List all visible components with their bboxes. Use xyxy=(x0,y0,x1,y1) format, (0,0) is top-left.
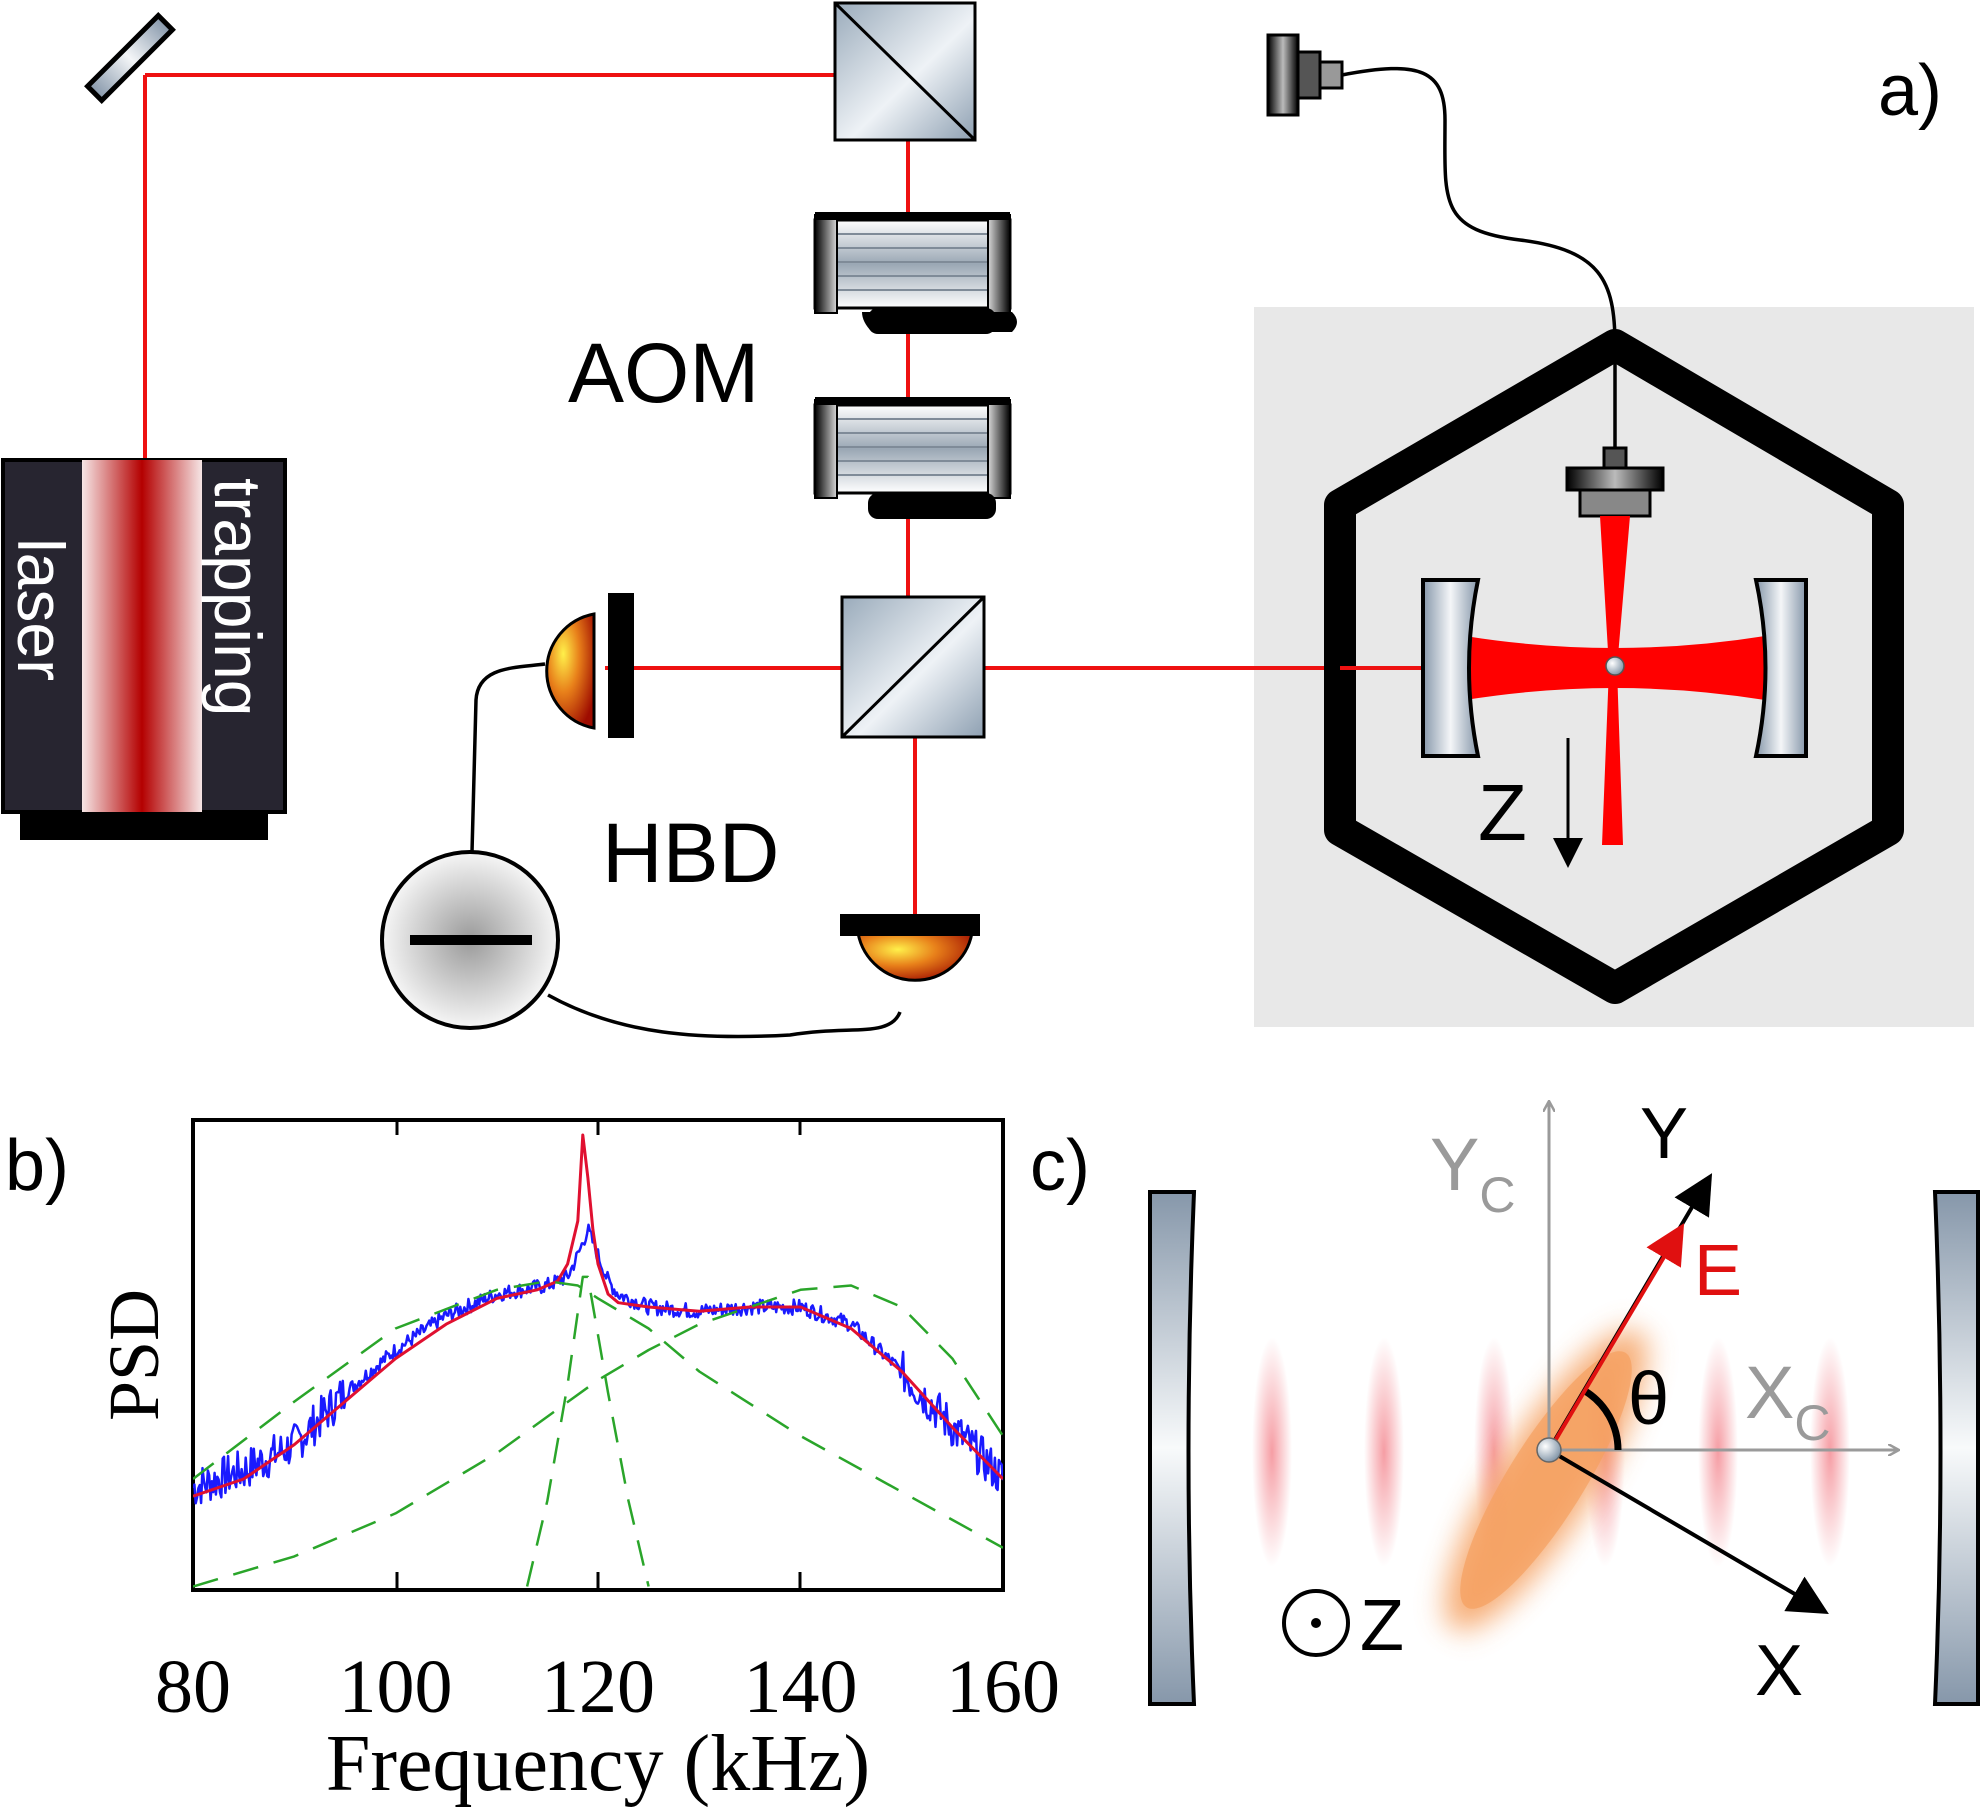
panel-b-label: b) xyxy=(5,1126,69,1206)
yc-label: YC xyxy=(1430,1123,1515,1223)
fiber-cable xyxy=(1341,66,1617,450)
x-tick-label-80: 80 xyxy=(155,1645,231,1729)
subtractor xyxy=(380,850,560,1030)
x-tick-label-140: 140 xyxy=(744,1645,858,1729)
panel-b: b) 80 100 120 140 160 Frequency (kHz) PSD xyxy=(5,1118,1060,1808)
mirror-right-c xyxy=(1932,1190,1980,1706)
cavity-mirror-left xyxy=(1421,578,1481,758)
x-tick-label-100: 100 xyxy=(339,1645,453,1729)
steering-mirror xyxy=(84,12,176,104)
e-field-label: E xyxy=(1694,1231,1742,1311)
series-line-4 xyxy=(525,1275,650,1587)
y-axis-title: PSD xyxy=(94,1289,174,1421)
theta-arc xyxy=(1583,1388,1622,1451)
chart-series xyxy=(193,1133,1003,1588)
laser-label-left: laser xyxy=(4,538,78,681)
x-axis-label-c: X xyxy=(1755,1631,1803,1711)
x-tick-label-120: 120 xyxy=(541,1645,655,1729)
panel-a: a) laser trapping xyxy=(1,1,1974,1039)
particle-c xyxy=(1536,1437,1562,1463)
series-line-1 xyxy=(193,1133,1003,1498)
tweezer-focus-core xyxy=(1460,1351,1632,1609)
detector-wire-left xyxy=(470,662,546,853)
x-axis-arrow xyxy=(1547,1448,1829,1615)
panel-c-label: c) xyxy=(1030,1126,1090,1206)
beam-paths xyxy=(143,73,1423,920)
photodiode-left xyxy=(545,593,634,738)
z-axis-label: Z xyxy=(1478,768,1527,857)
x-tick-label-160: 160 xyxy=(946,1645,1060,1729)
angle-label: θ xyxy=(1628,1357,1669,1440)
x-tick-marks xyxy=(395,1120,802,1590)
series-line-2 xyxy=(193,1279,1003,1549)
series-line-3 xyxy=(193,1284,1003,1588)
trapping-laser: laser trapping xyxy=(1,458,287,840)
vacuum-chamber xyxy=(1324,329,1904,1004)
aom-lower xyxy=(813,397,1012,519)
beam-splitter-bottom xyxy=(840,595,986,739)
z-label-c: Z xyxy=(1360,1586,1404,1666)
plot-frame xyxy=(191,1118,1005,1592)
laser-label-right: trapping xyxy=(201,478,275,717)
y-axis-label-c: Y xyxy=(1640,1094,1688,1174)
z-out-of-plane xyxy=(1282,1589,1350,1657)
fiber-collimator xyxy=(1565,446,1665,518)
detector-wire-bottom xyxy=(547,993,902,1039)
cavity-mirror-right xyxy=(1753,578,1808,758)
mirror-left-c xyxy=(1148,1190,1197,1706)
x-axis-title: Frequency (kHz) xyxy=(326,1720,870,1808)
hbd-label: HBD xyxy=(602,806,779,900)
x-tick-labels: 80 100 120 140 160 xyxy=(155,1645,1060,1729)
fiber-coupler-top xyxy=(1266,33,1344,117)
trapped-particle xyxy=(1605,656,1625,676)
beam-splitter-top xyxy=(833,1,977,142)
aom-upper xyxy=(813,212,1017,334)
panel-c: c) Y E θ YC XC X xyxy=(1030,1094,1980,1711)
photodiode-bottom xyxy=(840,914,980,982)
aom-label: AOM xyxy=(568,326,759,420)
e-field-arrow xyxy=(1550,1223,1685,1448)
panel-a-label: a) xyxy=(1878,51,1942,131)
xc-label: XC xyxy=(1745,1351,1830,1451)
